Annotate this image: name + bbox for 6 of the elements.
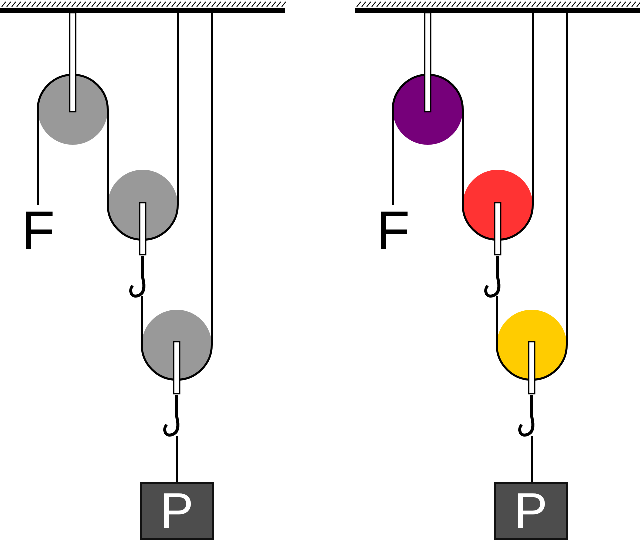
force-label: F: [22, 204, 55, 258]
weight-label: P: [160, 486, 194, 536]
force-label: F: [377, 204, 410, 258]
weight-label: P: [514, 486, 548, 536]
weight-block: [494, 482, 568, 540]
weight-block: [140, 482, 214, 540]
